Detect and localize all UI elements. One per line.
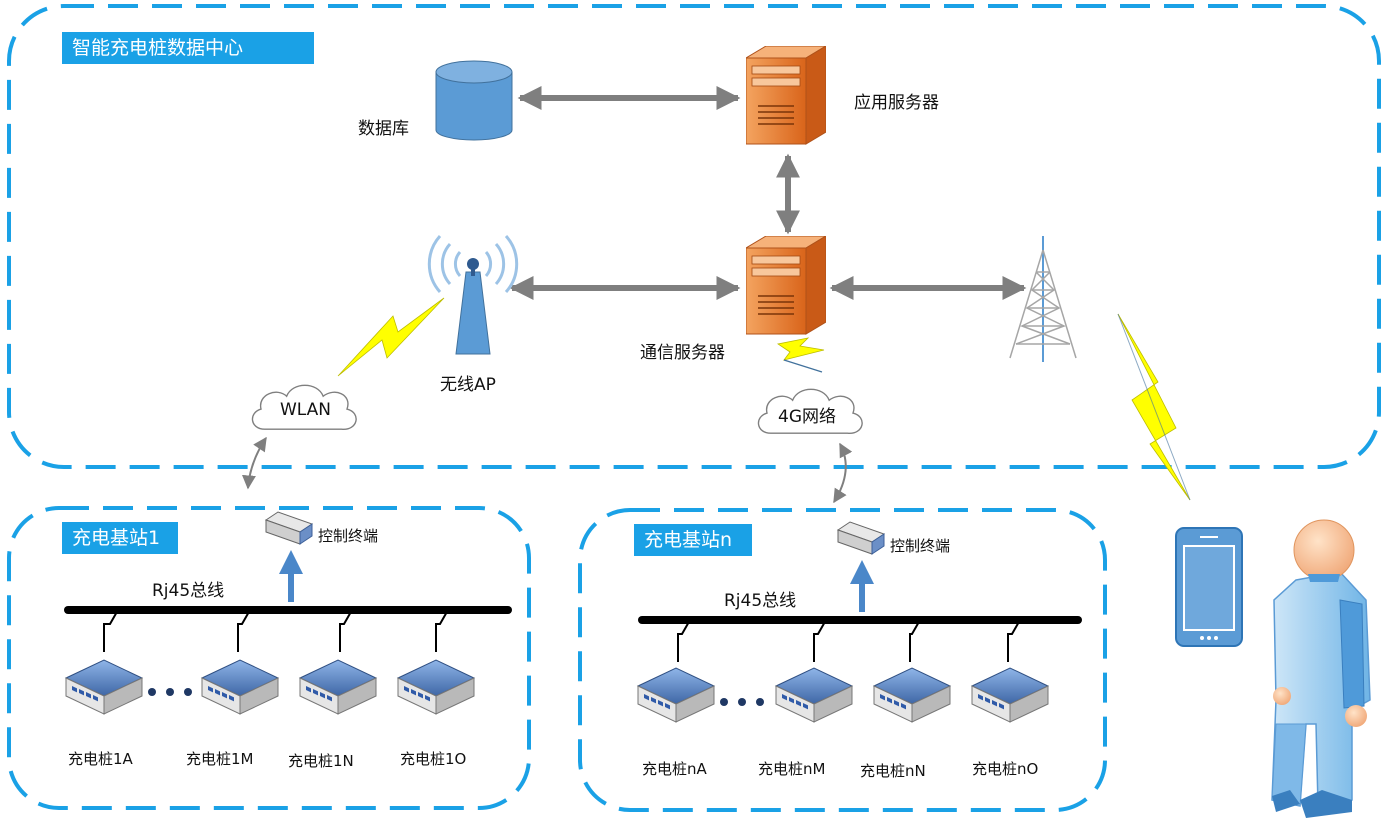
- pile-label: 充电桩nO: [972, 760, 1039, 778]
- lightning-icon: [776, 337, 825, 361]
- pile-label: 充电桩1M: [186, 750, 254, 768]
- wireless-ap-label: 无线AP: [440, 375, 496, 395]
- station-n-title: 充电基站n: [634, 524, 752, 556]
- pile-label: 充电桩nA: [642, 760, 707, 778]
- charging-pile-icon: [397, 659, 475, 715]
- cell-tower-icon: [1009, 236, 1077, 362]
- charging-pile-icon: [201, 659, 279, 715]
- data-center-title: 智能充电桩数据中心: [62, 32, 314, 64]
- charging-pile-icon: [971, 667, 1049, 723]
- bus-drop: [103, 609, 119, 652]
- 4g-terminal-link: [833, 442, 853, 504]
- user-icon: [1271, 519, 1371, 818]
- bus-drop: [435, 609, 449, 652]
- charging-pile-icon: [637, 667, 715, 723]
- database-icon: [435, 60, 513, 141]
- charging-pile-icon: [873, 667, 951, 723]
- charging-pile-icon: [299, 659, 377, 715]
- ellipsis-dots: [148, 688, 192, 696]
- bus-drop: [237, 609, 251, 652]
- wlan-terminal-link: [241, 436, 267, 490]
- ellipsis-dots: [720, 698, 764, 706]
- terminal-label-n: 控制终端: [890, 537, 951, 555]
- data-center-border: [7, 4, 1381, 469]
- bus-drop: [813, 619, 827, 662]
- bus-label-n: Rj45总线: [724, 591, 797, 611]
- app-server-label: 应用服务器: [854, 93, 939, 113]
- station-1-title: 充电基站1: [62, 522, 178, 554]
- charging-pile-icon: [775, 667, 853, 723]
- comm-server-label: 通信服务器: [640, 343, 725, 363]
- database-label: 数据库: [358, 119, 409, 139]
- smartphone-icon: [1175, 527, 1243, 647]
- wireless-ap-icon: [427, 235, 519, 355]
- pile-label: 充电桩1N: [288, 752, 354, 770]
- comm-server-icon: [746, 236, 826, 335]
- control-terminal-icon: [837, 521, 885, 555]
- pile-label: 充电桩1O: [400, 750, 467, 768]
- lightning-icon: [337, 297, 445, 377]
- bus-drop: [1007, 619, 1021, 662]
- bus-drop: [677, 619, 691, 662]
- bus-drop: [339, 609, 353, 652]
- charging-pile-icon: [65, 659, 143, 715]
- pile-label: 充电桩nN: [860, 762, 926, 780]
- terminal-label-1: 控制终端: [318, 527, 379, 545]
- wlan-label: WLAN: [280, 400, 332, 420]
- bus-drop: [909, 619, 921, 662]
- control-terminal-icon: [265, 511, 313, 545]
- pile-label: 充电桩1A: [68, 750, 133, 768]
- bus-label-1: Rj45总线: [152, 581, 225, 601]
- 4g-network-label: 4G网络: [778, 407, 836, 427]
- station-1-border: [7, 506, 531, 810]
- station-n-border: [578, 508, 1107, 812]
- app-server-icon: [746, 46, 826, 145]
- pile-label: 充电桩nM: [758, 760, 826, 778]
